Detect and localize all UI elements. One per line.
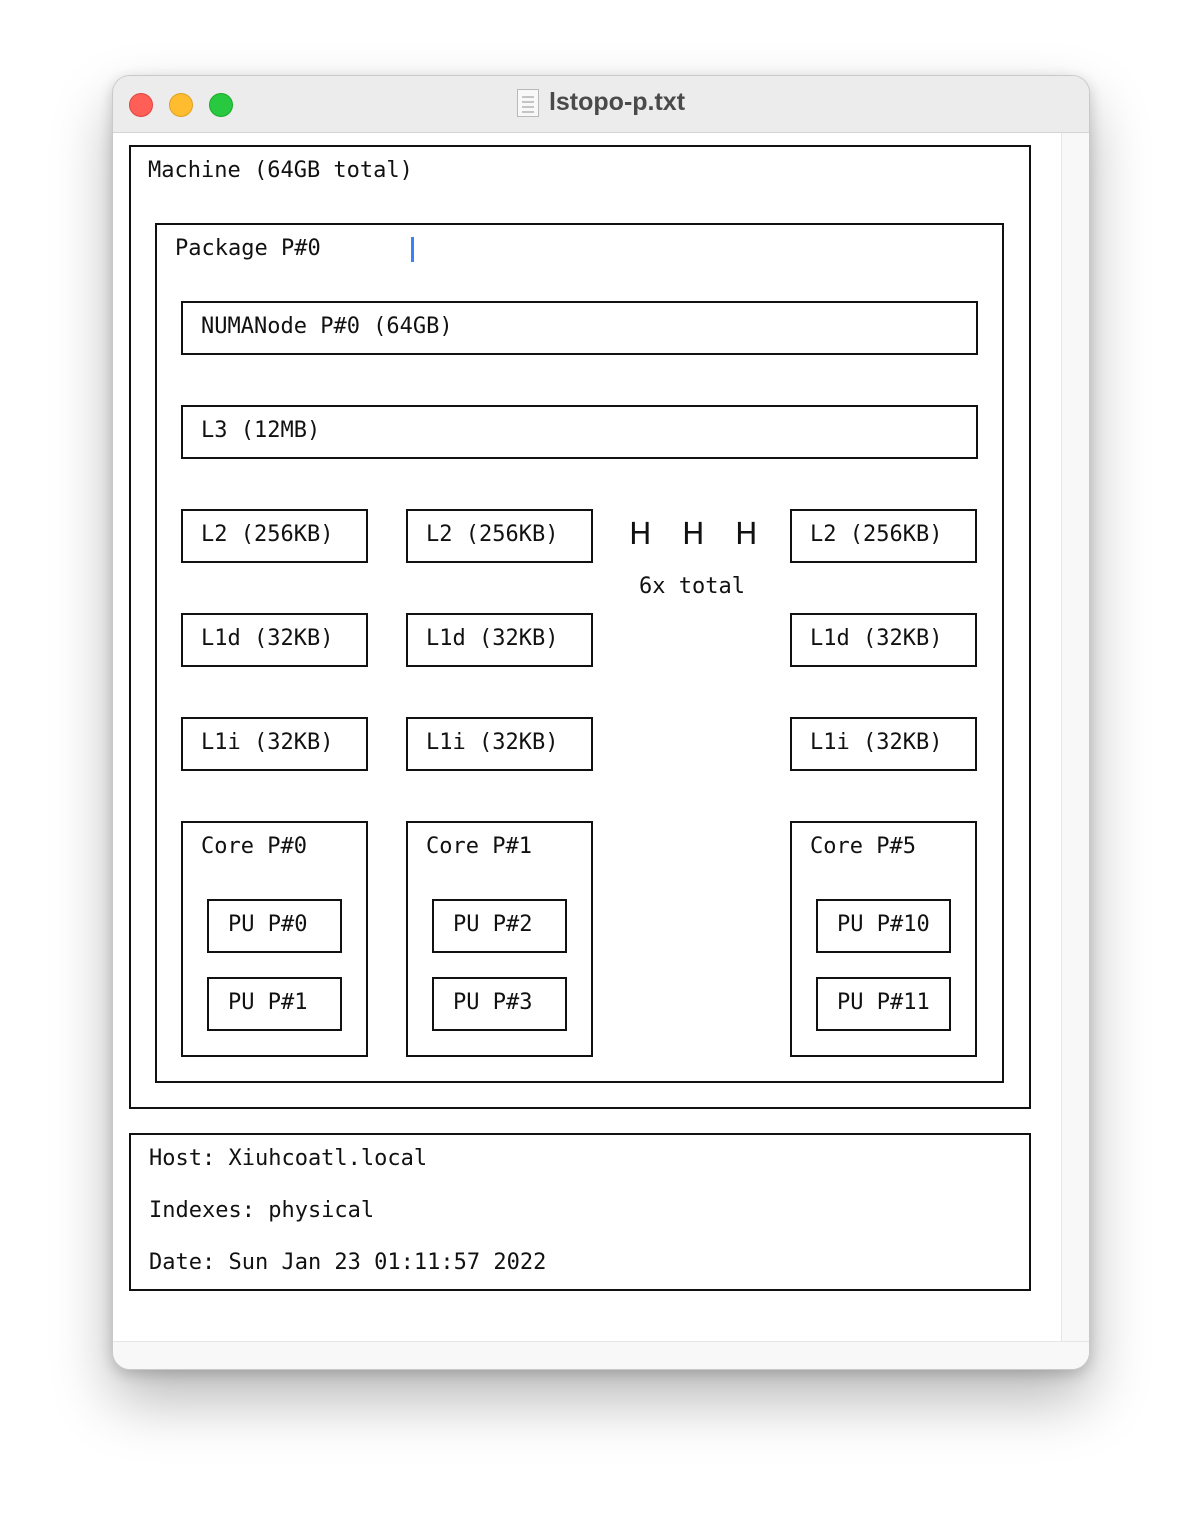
zoom-window-button[interactable] — [209, 93, 233, 117]
core-label: Core P#1 — [426, 834, 532, 859]
pu-label: PU P#0 — [228, 912, 308, 937]
l3-cache-box — [181, 405, 978, 459]
pu-box — [207, 899, 342, 953]
text-document-icon — [516, 88, 539, 117]
close-window-button[interactable] — [129, 93, 153, 117]
l2-cache-label: L2 (256KB) — [426, 522, 559, 547]
pu-box — [207, 977, 342, 1031]
minimize-window-button[interactable] — [169, 93, 193, 117]
pu-label: PU P#2 — [453, 912, 533, 937]
document-text-area[interactable]: Machine (64GB total) Package P#0 NUMANod… — [113, 133, 1061, 1341]
machine-label: Machine (64GB total) — [148, 158, 413, 183]
l1i-cache-box — [406, 717, 593, 771]
pu-box — [432, 977, 567, 1031]
l2-cache-box — [181, 509, 368, 563]
ellipsis-mark: H — [735, 517, 758, 552]
indexes-label: Indexes: physical — [149, 1198, 375, 1223]
window-title: lstopo-p.txt — [548, 88, 686, 116]
l1d-cache-box — [406, 613, 593, 667]
ellipsis-mark: H — [682, 517, 705, 552]
package-box — [155, 223, 1004, 1083]
text-editor-window: lstopo-p.txt Machine (64GB total) Packag… — [112, 75, 1090, 1370]
title-bar[interactable]: lstopo-p.txt — [113, 76, 1089, 133]
pu-label: PU P#3 — [453, 990, 533, 1015]
l1i-cache-box — [790, 717, 977, 771]
core-box — [181, 821, 368, 1057]
pu-box — [816, 899, 951, 953]
l2-cache-box — [406, 509, 593, 563]
l1i-cache-label: L1i (32KB) — [426, 730, 559, 755]
core-label: Core P#0 — [201, 834, 307, 859]
l1d-cache-label: L1d (32KB) — [201, 626, 334, 651]
host-label: Host: Xiuhcoatl.local — [149, 1146, 428, 1171]
ellipsis-mark: H — [629, 517, 652, 552]
numa-node-box — [181, 301, 978, 355]
pu-label: PU P#10 — [837, 912, 930, 937]
l1d-cache-box — [181, 613, 368, 667]
l1d-cache-label: L1d (32KB) — [810, 626, 943, 651]
l1d-cache-box — [790, 613, 977, 667]
pu-label: PU P#11 — [837, 990, 930, 1015]
text-cursor — [411, 237, 414, 262]
core-label: Core P#5 — [810, 834, 916, 859]
l2-cache-label: L2 (256KB) — [810, 522, 943, 547]
l1i-cache-box — [181, 717, 368, 771]
window-bottom-bar — [113, 1341, 1089, 1369]
machine-box — [129, 145, 1031, 1109]
l3-cache-label: L3 (12MB) — [201, 418, 321, 443]
l1i-cache-label: L1i (32KB) — [810, 730, 943, 755]
pu-box — [816, 977, 951, 1031]
info-box — [129, 1133, 1031, 1291]
total-count-label: 6x total — [639, 574, 745, 599]
core-box — [790, 821, 977, 1057]
l1i-cache-label: L1i (32KB) — [201, 730, 334, 755]
pu-label: PU P#1 — [228, 990, 308, 1015]
package-label: Package P#0 — [175, 236, 321, 261]
l1d-cache-label: L1d (32KB) — [426, 626, 559, 651]
l2-cache-label: L2 (256KB) — [201, 522, 334, 547]
date-label: Date: Sun Jan 23 01:11:57 2022 — [149, 1250, 547, 1275]
core-box — [406, 821, 593, 1057]
l2-cache-box — [790, 509, 977, 563]
numa-node-label: NUMANode P#0 (64GB) — [201, 314, 453, 339]
pu-box — [432, 899, 567, 953]
vertical-scrollbar-track[interactable] — [1061, 133, 1089, 1341]
